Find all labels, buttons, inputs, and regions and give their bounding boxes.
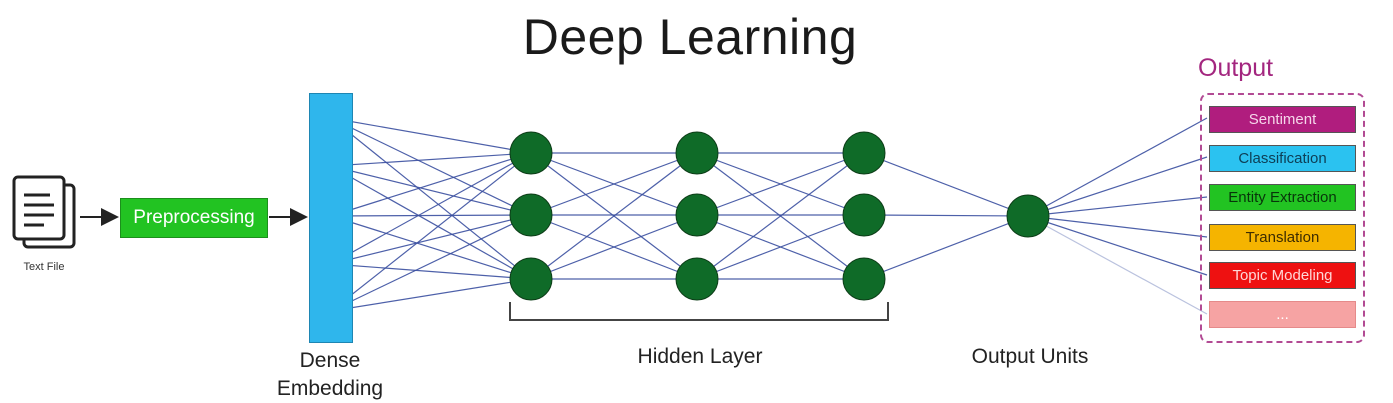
embedding-to-hidden-connection: [330, 215, 532, 280]
output-to-task-connection: [1027, 117, 1208, 217]
output-item-more: ...: [1209, 301, 1356, 328]
embedding-to-hidden-connection: [330, 117, 532, 154]
output-item-topic-modeling: Topic Modeling: [1209, 262, 1356, 289]
embedding-to-hidden-connection: [330, 165, 532, 216]
dense-embedding-label: Dense Embedding: [250, 347, 410, 403]
hidden-connection: [696, 152, 865, 280]
hidden-node: [842, 193, 886, 237]
output-item-label: Translation: [1245, 229, 1320, 246]
hidden-node: [509, 131, 553, 175]
embedding-to-hidden-connection: [330, 152, 532, 312]
output-to-task-connection: [1027, 215, 1208, 238]
output-unit-node: [1006, 194, 1050, 238]
dense-embedding-label-line2: Embedding: [276, 377, 384, 400]
preprocessing-box: Preprocessing: [120, 198, 268, 238]
output-to-task-connection: [1027, 156, 1208, 217]
output-to-task-connection: [1027, 215, 1208, 315]
output-item-label: Sentiment: [1248, 111, 1317, 128]
output-item-label: ...: [1276, 306, 1289, 323]
embedding-to-hidden-connection: [330, 117, 532, 280]
embedding-to-hidden-connection: [330, 152, 532, 265]
dense-embedding-bar: [309, 93, 353, 343]
embedding-to-hidden-connection: [330, 263, 532, 280]
embedding-to-hidden-connection: [330, 152, 532, 217]
embedding-to-hidden-connection: [330, 117, 532, 216]
output-item-entity-extraction: Entity Extraction: [1209, 184, 1356, 211]
hidden-node: [675, 257, 719, 301]
hidden-to-output-connection: [863, 152, 1029, 217]
hidden-connection: [696, 152, 865, 216]
output-units-label: Output Units: [971, 345, 1089, 368]
embedding-to-hidden-connection: [330, 152, 532, 167]
hidden-node: [842, 131, 886, 175]
embedding-to-hidden-connection: [330, 214, 532, 312]
hidden-node: [675, 193, 719, 237]
embedding-to-hidden-connection: [330, 278, 532, 312]
embedding-to-hidden-connection: [330, 214, 532, 217]
output-item-sentiment: Sentiment: [1209, 106, 1356, 133]
hidden-connection: [696, 214, 865, 280]
embedding-to-hidden-connection: [330, 165, 532, 280]
hidden-node: [509, 193, 553, 237]
output-frame: [1200, 93, 1365, 343]
hidden-connection: [530, 152, 698, 216]
output-to-task-connection: [1027, 196, 1208, 217]
output-item-label: Entity Extraction: [1228, 189, 1337, 206]
output-item-label: Classification: [1238, 150, 1327, 167]
output-to-task-connection: [1027, 215, 1208, 276]
dense-embedding-label-line1: Dense: [299, 349, 361, 372]
output-item-label: Topic Modeling: [1232, 267, 1333, 284]
text-file-caption: Text File: [23, 261, 65, 273]
hidden-layer-bracket: [509, 302, 889, 321]
hidden-to-output-connection: [863, 215, 1029, 280]
hidden-node: [509, 257, 553, 301]
hidden-node: [675, 131, 719, 175]
output-title: Output: [1198, 54, 1274, 82]
output-item-classification: Classification: [1209, 145, 1356, 172]
output-item-translation: Translation: [1209, 224, 1356, 251]
embedding-to-hidden-connection: [330, 214, 532, 265]
hidden-connection: [530, 214, 698, 280]
hidden-layer-label: Hidden Layer: [637, 345, 763, 368]
hidden-node: [842, 257, 886, 301]
page-title: Deep Learning: [522, 9, 858, 65]
hidden-to-output-connection: [863, 214, 1029, 217]
hidden-connection: [530, 152, 698, 280]
document-stack-icon: [12, 175, 76, 249]
preprocessing-label: Preprocessing: [133, 207, 255, 228]
